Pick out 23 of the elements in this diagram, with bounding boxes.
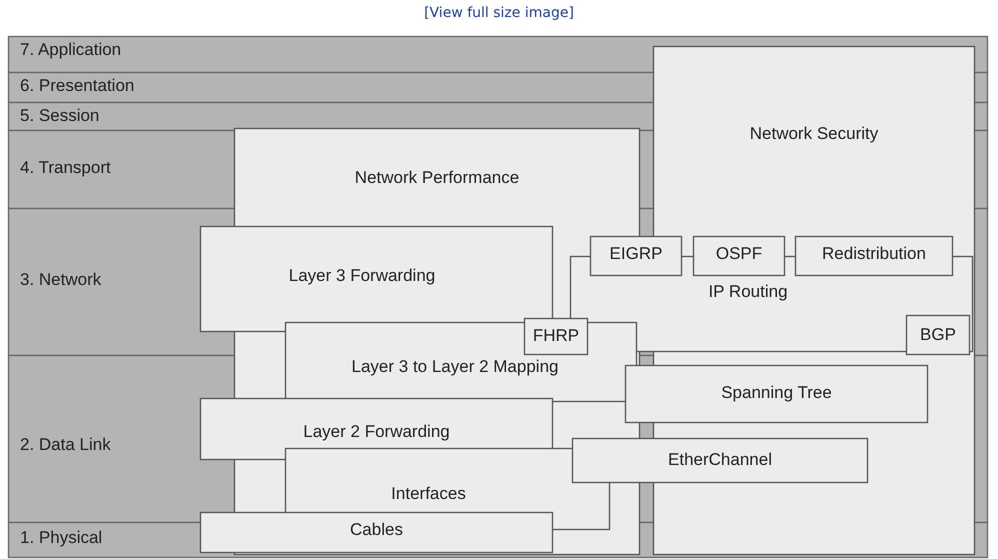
layer-label: 5. Session (20, 106, 100, 126)
box-label: FHRP (532, 326, 580, 346)
box-label: Redistribution (821, 244, 927, 264)
box-label: EIGRP (608, 244, 664, 264)
view-image-link: [View full size image] (424, 5, 574, 21)
box-label: Cables (349, 520, 404, 540)
box-label: Network Security (748, 124, 880, 144)
box-label: Network Performance (354, 168, 520, 188)
box-label: Interfaces (390, 484, 467, 504)
box-label: IP Routing (707, 282, 789, 302)
box-label: Layer 2 Forwarding (302, 422, 451, 442)
layer-label: 7. Application (20, 40, 122, 60)
layer-label: 1. Physical (20, 528, 102, 548)
box-label: Layer 3 Forwarding (288, 266, 436, 286)
box-label: OSPF (714, 244, 764, 264)
box-label: Spanning Tree (720, 383, 833, 403)
box-label: BGP (919, 325, 957, 345)
box-label: Layer 3 to Layer 2 Mapping (350, 357, 560, 377)
box-label: EtherChannel (667, 450, 773, 470)
layer-label: 2. Data Link (20, 435, 111, 455)
layer-label: 4. Transport (20, 158, 111, 178)
layer-label: 3. Network (20, 270, 102, 290)
layer-label: 6. Presentation (20, 76, 134, 96)
